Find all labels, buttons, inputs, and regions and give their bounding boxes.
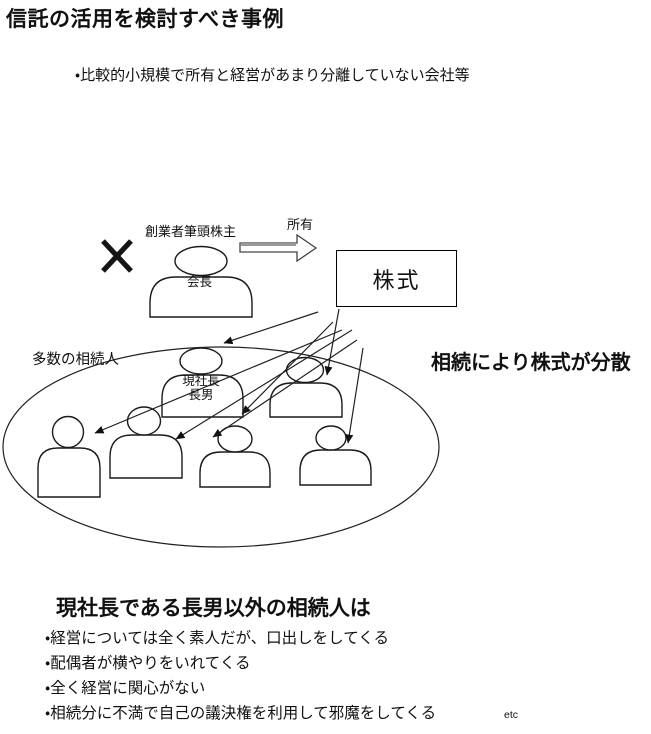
- conclusion-bullet-1: ・経営については全く素人だが、口出しをしてくる: [45, 630, 389, 647]
- president-label-line2: 長男: [188, 388, 214, 402]
- conclusion-bullet-4: ・相続分に不満で自己の議決権を利用して邪魔をしてくる: [45, 705, 437, 722]
- heirs-group-ellipse: [2, 346, 440, 548]
- person-chairman: [149, 245, 253, 318]
- conclusion-bullet-3: ・全く経営に関心がない: [45, 680, 206, 697]
- person-president: [161, 347, 244, 418]
- page-title: 信託の活用を検討すべき事例: [6, 8, 285, 31]
- president-label-line1: 現社長: [182, 374, 220, 388]
- intro-bullet: ・比較的小規模で所有と経営があまり分離していない会社等: [75, 67, 470, 84]
- arrow-to-heir-1: [94, 329, 343, 434]
- etc-label: etc: [504, 709, 519, 721]
- person-heir-3: [199, 425, 271, 488]
- arrow-to-heir-3: [212, 339, 358, 438]
- president-label: 現社長 長男: [170, 374, 232, 402]
- arrow-to-president-head: [223, 311, 319, 345]
- conclusion-heading: 現社長である長男以外の相続人は: [56, 597, 371, 620]
- arrow-to-heir-2: [175, 329, 353, 440]
- dispersion-arrows: [94, 308, 364, 444]
- ownership-block-arrow: [239, 233, 318, 263]
- conclusion-bullets: ・経営については全く素人だが、口出しをしてくる ・配偶者が横やりをいれてくる ・…: [45, 626, 436, 726]
- arrow-to-president-body: [241, 321, 334, 415]
- dispersion-note: 相続により株式が分散: [431, 352, 631, 374]
- person-heir-1: [37, 415, 101, 498]
- stock-box: 株式: [336, 250, 457, 307]
- person-heir-2: [109, 406, 183, 479]
- founder-label: 創業者筆頭株主: [145, 224, 237, 239]
- person-heir-4: [299, 425, 372, 486]
- ownership-label: 所有: [287, 217, 314, 232]
- conclusion-bullet-2: ・配偶者が横やりをいれてくる: [45, 655, 251, 672]
- x-mark-icon: [101, 239, 133, 273]
- stock-box-label: 株式: [372, 267, 421, 293]
- chairman-label: 会長: [187, 275, 213, 289]
- person-heir-upper-right: [269, 356, 343, 418]
- heirs-group-label: 多数の相続人: [32, 352, 119, 368]
- arrow-to-heir-4: [345, 347, 364, 444]
